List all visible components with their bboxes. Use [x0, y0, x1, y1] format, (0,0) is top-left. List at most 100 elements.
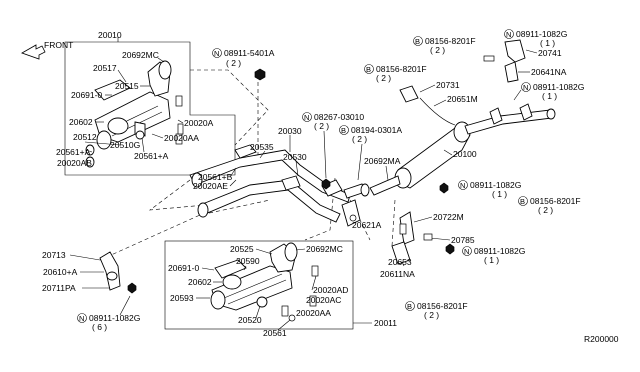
label-20020AC: 20020AC: [306, 295, 341, 305]
qty-08911-1082G-r4: ( 1 ): [484, 255, 499, 265]
label-20030: 20030: [278, 126, 302, 136]
callout-symbol: B: [366, 65, 371, 74]
upper-converter-assembly-frame: 20010: [64, 30, 236, 176]
label-20011: 20011: [374, 318, 397, 328]
lower-catalytic-converter: [210, 242, 319, 322]
label-20525: 20525: [230, 244, 254, 254]
callout-symbol: B: [407, 302, 412, 311]
tailpipe-hanger-callouts: B 08156-8201F ( 2 ) N 08911-1082G ( 1 ) …: [364, 29, 584, 126]
qty-08911-1082G-mid: ( 1 ): [492, 189, 507, 199]
label-20561A-left: 20561+A: [56, 147, 91, 157]
label-20691-top: 20691-0: [71, 90, 102, 100]
label-20561: 20561: [263, 328, 287, 338]
label-08911-1082G-mid: 08911-1082G: [470, 180, 521, 190]
qty-08156-8201F-top: ( 2 ): [430, 45, 445, 55]
label-20713: 20713: [42, 250, 66, 260]
label-20653: 20653: [388, 257, 412, 267]
label-20561A-mid: 20561+A: [134, 151, 169, 161]
label-20651M: 20651M: [447, 94, 478, 104]
front-label: FRONT: [44, 40, 73, 50]
label-08267-03010: 08267-03010: [314, 112, 364, 122]
label-20611NA: 20611NA: [380, 269, 415, 279]
rear-bracket-callouts: N 08911-1082G ( 1 ) B 08156-8201F ( 2 ) …: [380, 180, 581, 320]
muffler-assembly: 20100 20692MA: [364, 103, 556, 196]
label-20530: 20530: [283, 152, 307, 162]
qty-08194-0301A: ( 2 ): [352, 134, 367, 144]
label-20520: 20520: [238, 315, 262, 325]
qty-08267-03010: ( 2 ): [314, 121, 329, 131]
label-20010: 20010: [98, 30, 122, 40]
center-pipe-labels: 20030 20535 20530 20561+B 20020AE: [193, 126, 307, 191]
label-08911-1082G-left: 08911-1082G: [89, 313, 140, 323]
label-08911-5401A: 08911-5401A: [224, 48, 275, 58]
label-20100: 20100: [453, 149, 477, 159]
label-20020AA-bot: 20020AA: [296, 308, 331, 318]
lower-converter-assembly-frame: 20011: [164, 240, 397, 330]
nut-08267-03010-callout: N 08267-03010 ( 2 ): [302, 112, 364, 179]
label-20517: 20517: [93, 63, 117, 73]
qty-08156-8201F-bot: ( 2 ): [424, 310, 439, 320]
callout-symbol: N: [304, 113, 309, 122]
label-20590: 20590: [236, 256, 260, 266]
lower-assembly-labels: 20525 20692MC 20590 20691-0 20602 20020A…: [168, 244, 348, 338]
label-20691-bot: 20691-0: [168, 263, 199, 273]
qty-08156-8201F-mid: ( 2 ): [538, 205, 553, 215]
center-exhaust-pipe: [189, 144, 370, 223]
label-20020AD: 20020AD: [313, 285, 348, 295]
diagram-reference-code: R200000: [584, 334, 619, 344]
left-lower-callouts: 20713 20610+A 20711PA N 08911-1082G ( 6 …: [42, 250, 140, 332]
label-20641NA: 20641NA: [531, 67, 567, 77]
label-20610A: 20610+A: [43, 267, 78, 277]
label-20515: 20515: [115, 81, 139, 91]
qty-08911-5401A: ( 2 ): [226, 58, 241, 68]
label-20510G: 20510G: [110, 140, 140, 150]
label-20020A: 20020A: [184, 118, 214, 128]
label-20602-bot: 20602: [188, 277, 212, 287]
callout-symbol: N: [523, 83, 528, 92]
label-20741: 20741: [538, 48, 562, 58]
callout-symbol: B: [415, 37, 420, 46]
qty-08156-8201F-2: ( 2 ): [376, 73, 391, 83]
label-08156-8201F-top: 08156-8201F: [425, 36, 476, 46]
callout-symbol: N: [460, 181, 465, 190]
label-08156-8201F-mid: 08156-8201F: [530, 196, 581, 206]
label-08911-1082G-r4: 08911-1082G: [474, 246, 525, 256]
label-20602-top: 20602: [69, 117, 93, 127]
label-08911-1082G-r2: 08911-1082G: [533, 82, 584, 92]
label-20621A: 20621A: [352, 220, 382, 230]
label-20020AB: 20020AB: [57, 158, 92, 168]
label-20593: 20593: [170, 293, 194, 303]
label-08156-8201F-bot: 08156-8201F: [417, 301, 468, 311]
label-20785: 20785: [451, 235, 475, 245]
qty-08911-1082G-top: ( 1 ): [540, 38, 555, 48]
upper-assembly-labels: 20692MC 20517 20691-0 20515 20602 20020A…: [56, 50, 214, 168]
callout-symbol: B: [341, 126, 346, 135]
callout-symbol: B: [520, 197, 525, 206]
upper-catalytic-converter: [84, 60, 184, 168]
callout-symbol: N: [506, 30, 511, 39]
callout-symbol: N: [214, 49, 219, 58]
label-20711PA: 20711PA: [42, 283, 76, 293]
label-20722M: 20722M: [433, 212, 464, 222]
mid-hanger-bracket: 20621A: [341, 199, 382, 230]
qty-08911-1082G-r2: ( 1 ): [542, 91, 557, 101]
callout-symbol: N: [464, 247, 469, 256]
label-08911-1082G-top: 08911-1082G: [516, 29, 567, 39]
callout-symbol: N: [79, 314, 84, 323]
label-20535: 20535: [250, 142, 274, 152]
label-20512: 20512: [73, 132, 97, 142]
label-20020AE: 20020AE: [193, 181, 228, 191]
label-20561B: 20561+B: [198, 172, 233, 182]
label-08194-0301A: 08194-0301A: [351, 125, 402, 135]
label-20731: 20731: [436, 80, 460, 90]
label-20692MA: 20692MA: [364, 156, 401, 166]
label-20692MC-top: 20692MC: [122, 50, 159, 60]
front-direction-arrow: FRONT: [21, 40, 73, 60]
label-20020AA-top: 20020AA: [164, 133, 199, 143]
label-20692MC-bot: 20692MC: [306, 244, 343, 254]
bolt-08194-0301A-callout: B 08194-0301A ( 2 ): [339, 125, 402, 181]
qty-08911-1082G-left: ( 6 ): [92, 322, 107, 332]
nut-08911-5401A-callout: N 08911-5401A ( 2 ): [212, 48, 275, 81]
label-08156-8201F-2: 08156-8201F: [376, 64, 427, 74]
